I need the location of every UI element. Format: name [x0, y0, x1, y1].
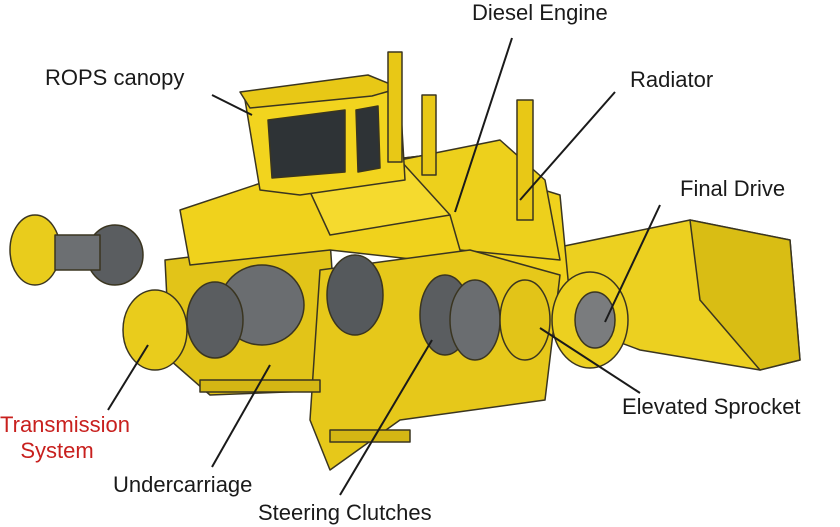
- leader-diesel-engine: [454, 37, 513, 213]
- leader-transmission: [107, 344, 149, 411]
- exploded-final-drive: [9, 214, 61, 286]
- leader-elevated-sprocket: [539, 327, 641, 394]
- label-radiator: Radiator: [630, 67, 714, 92]
- leader-rops-canopy: [211, 94, 253, 116]
- label-undercarriage: Undercarriage: [113, 472, 253, 497]
- label-steering-clutches: Steering Clutches: [258, 500, 432, 525]
- leader-final-drive: [604, 204, 661, 323]
- leader-radiator: [519, 91, 616, 201]
- label-transmission-system: Transmission System: [0, 412, 130, 464]
- label-rops-canopy: ROPS canopy: [45, 65, 185, 90]
- label-transmission-line1: Transmission: [0, 412, 130, 437]
- elevated-sprocket-component: [499, 279, 551, 361]
- cab-window: [267, 109, 346, 179]
- leader-undercarriage: [211, 364, 271, 468]
- transmission-component: [122, 289, 188, 371]
- label-diesel-engine: Diesel Engine: [472, 0, 608, 25]
- label-transmission-line2: System: [20, 438, 94, 463]
- label-elevated-sprocket: Elevated Sprocket: [622, 394, 801, 419]
- exhaust-stack: [387, 51, 403, 163]
- label-final-drive: Final Drive: [680, 176, 786, 201]
- cab-window-side: [355, 105, 381, 173]
- leader-steering-clutches: [339, 339, 433, 496]
